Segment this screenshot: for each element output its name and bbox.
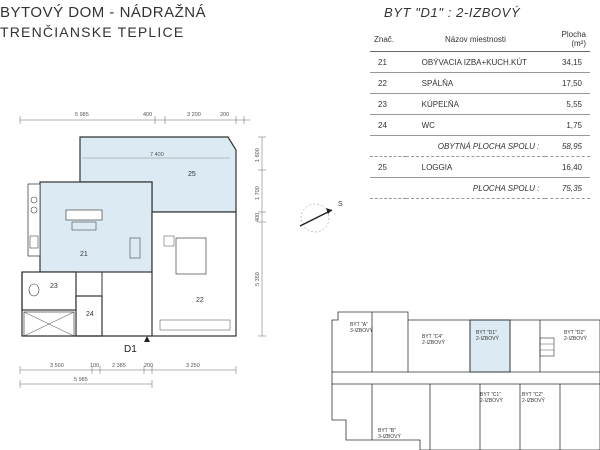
toilet-icon (28, 283, 40, 297)
entrance-arrow-icon (144, 336, 150, 342)
dim-bottom-1: 3 500 (50, 363, 64, 369)
wardrobe-icon (159, 319, 231, 331)
dim-bottom-2: 100 (90, 363, 99, 369)
nightstand-icon (163, 235, 175, 247)
sofa-icon (65, 209, 103, 221)
table-row: 24 WC 1,75 (370, 114, 590, 136)
apartment-heading: BYT "D1" : 2-IZBOVÝ (384, 5, 521, 20)
room-area: 5,55 (545, 93, 590, 115)
project-title: BYTOVÝ DOM - NÁDRAŽNÁ (0, 4, 207, 21)
unit-a-name: BYT "A" (350, 322, 368, 328)
room-name: WC (405, 114, 546, 136)
room-name: KÚPEĽŇA (405, 93, 546, 115)
north-arrow-icon (299, 203, 333, 233)
dim-bottom-3: 2 385 (112, 363, 126, 369)
dim-loggia: 7 400 (150, 152, 164, 158)
dim-right-2: 1 700 (255, 186, 261, 200)
room-area: 16,40 (545, 156, 590, 178)
dim-top-1: 5 985 (75, 112, 89, 118)
table-header-row: Znač. Názov miestnosti Plocha (m²) (370, 28, 590, 52)
room-number: 22 (370, 72, 406, 94)
room-21-label: 21 (80, 251, 88, 258)
unit-c1-type: 2-IZBOVÝ (480, 397, 503, 404)
unit-c4-type: 2-IZBOVÝ (422, 339, 445, 346)
dim-top-2: 400 (143, 112, 152, 118)
room-number: 21 (370, 51, 406, 73)
unit-c4-name: BYT "C4" (422, 334, 443, 340)
room-area: 34,15 (545, 51, 590, 73)
dim-top-4: 200 (220, 112, 229, 118)
dining-table-icon (129, 237, 141, 259)
apartment-label: D1 (124, 344, 137, 355)
unit-d2-type: 2-IZBOVÝ (564, 335, 587, 342)
room-24-label: 24 (86, 311, 94, 318)
room-name: LOGGIA (405, 156, 546, 178)
room-area: 1,75 (545, 114, 590, 136)
key-plan-d1-highlight (469, 319, 511, 373)
bottom-dimensions (19, 366, 237, 388)
room-number: 24 (370, 114, 406, 136)
living-total-row: OBYTNÁ PLOCHA SPOLU : 58,95 (370, 135, 590, 157)
stair-icon (539, 337, 555, 357)
room-name: SPÁLŇA (405, 72, 546, 94)
top-dimensions (19, 116, 250, 124)
unit-c1-name: BYT "C1" (480, 392, 501, 398)
coffee-table-icon (71, 221, 97, 231)
table-row: 23 KÚPEĽŇA 5,55 (370, 93, 590, 115)
dim-bottom-4: 200 (144, 363, 153, 369)
table-row: 25 LOGGIA 16,40 (370, 156, 590, 178)
living-total-label: OBYTNÁ PLOCHA SPOLU : (405, 135, 546, 157)
grand-total-label: PLOCHA SPOLU : (405, 177, 546, 199)
unit-b-name: BYT "B" (378, 428, 396, 434)
dim-right-1: 1 600 (255, 148, 261, 162)
room-number: 25 (370, 156, 406, 178)
unit-d1-type: 2-IZBOVÝ (476, 335, 499, 342)
dim-right-4: 5 350 (255, 272, 261, 286)
right-dimensions (258, 136, 266, 337)
area-table: Znač. Názov miestnosti Plocha (m²) 21 OB… (370, 28, 590, 199)
key-plan (331, 311, 600, 450)
dim-bottom-total: 5 985 (74, 377, 88, 383)
unit-a-type: 3-IZBOVÝ (350, 327, 373, 334)
unit-c2-type: 2-IZBOVÝ (522, 397, 545, 404)
stove-icon (30, 206, 38, 214)
dim-right-3: 400 (255, 213, 261, 222)
bathroom-area (21, 271, 77, 311)
unit-d1-name: BYT "D1" (476, 330, 497, 336)
header-area: Plocha (m²) (545, 28, 590, 52)
table-row: 22 SPÁLŇA 17,50 (370, 72, 590, 94)
wc-area (75, 295, 103, 337)
header-name: Názov miestnosti (405, 28, 546, 52)
dim-bottom-5: 3 250 (186, 363, 200, 369)
unit-d2-name: BYT "D2" (564, 330, 585, 336)
bed-icon (175, 237, 207, 275)
table-row: 21 OBÝVACIA IZBA+KUCH.KÚT 34,15 (370, 51, 590, 73)
header-no: Znač. (370, 28, 406, 52)
grand-total-row: PLOCHA SPOLU : 75,35 (370, 177, 590, 199)
grand-total-area: 75,35 (545, 177, 590, 199)
room-22-label: 22 (196, 297, 204, 304)
room-name: OBÝVACIA IZBA+KUCH.KÚT (405, 51, 546, 73)
living-total-area: 58,95 (545, 135, 590, 157)
dim-top-3: 3 200 (187, 112, 201, 118)
stove-icon (30, 196, 38, 204)
apartment-plan: 5 985 400 3 200 200 7 400 25 21 23 24 (19, 112, 266, 388)
unit-c2-name: BYT "C2" (522, 392, 543, 398)
room-number: 23 (370, 93, 406, 115)
compass-label: S (338, 201, 343, 208)
kitchen-counter (27, 183, 41, 257)
room-area: 17,50 (545, 72, 590, 94)
sink-icon (29, 235, 39, 249)
unit-b-type: 3-IZBOVÝ (378, 433, 401, 440)
room-25-label: 25 (188, 171, 196, 178)
room-23-label: 23 (50, 283, 58, 290)
project-location: TRENČIANSKE TEPLICE (0, 24, 185, 40)
